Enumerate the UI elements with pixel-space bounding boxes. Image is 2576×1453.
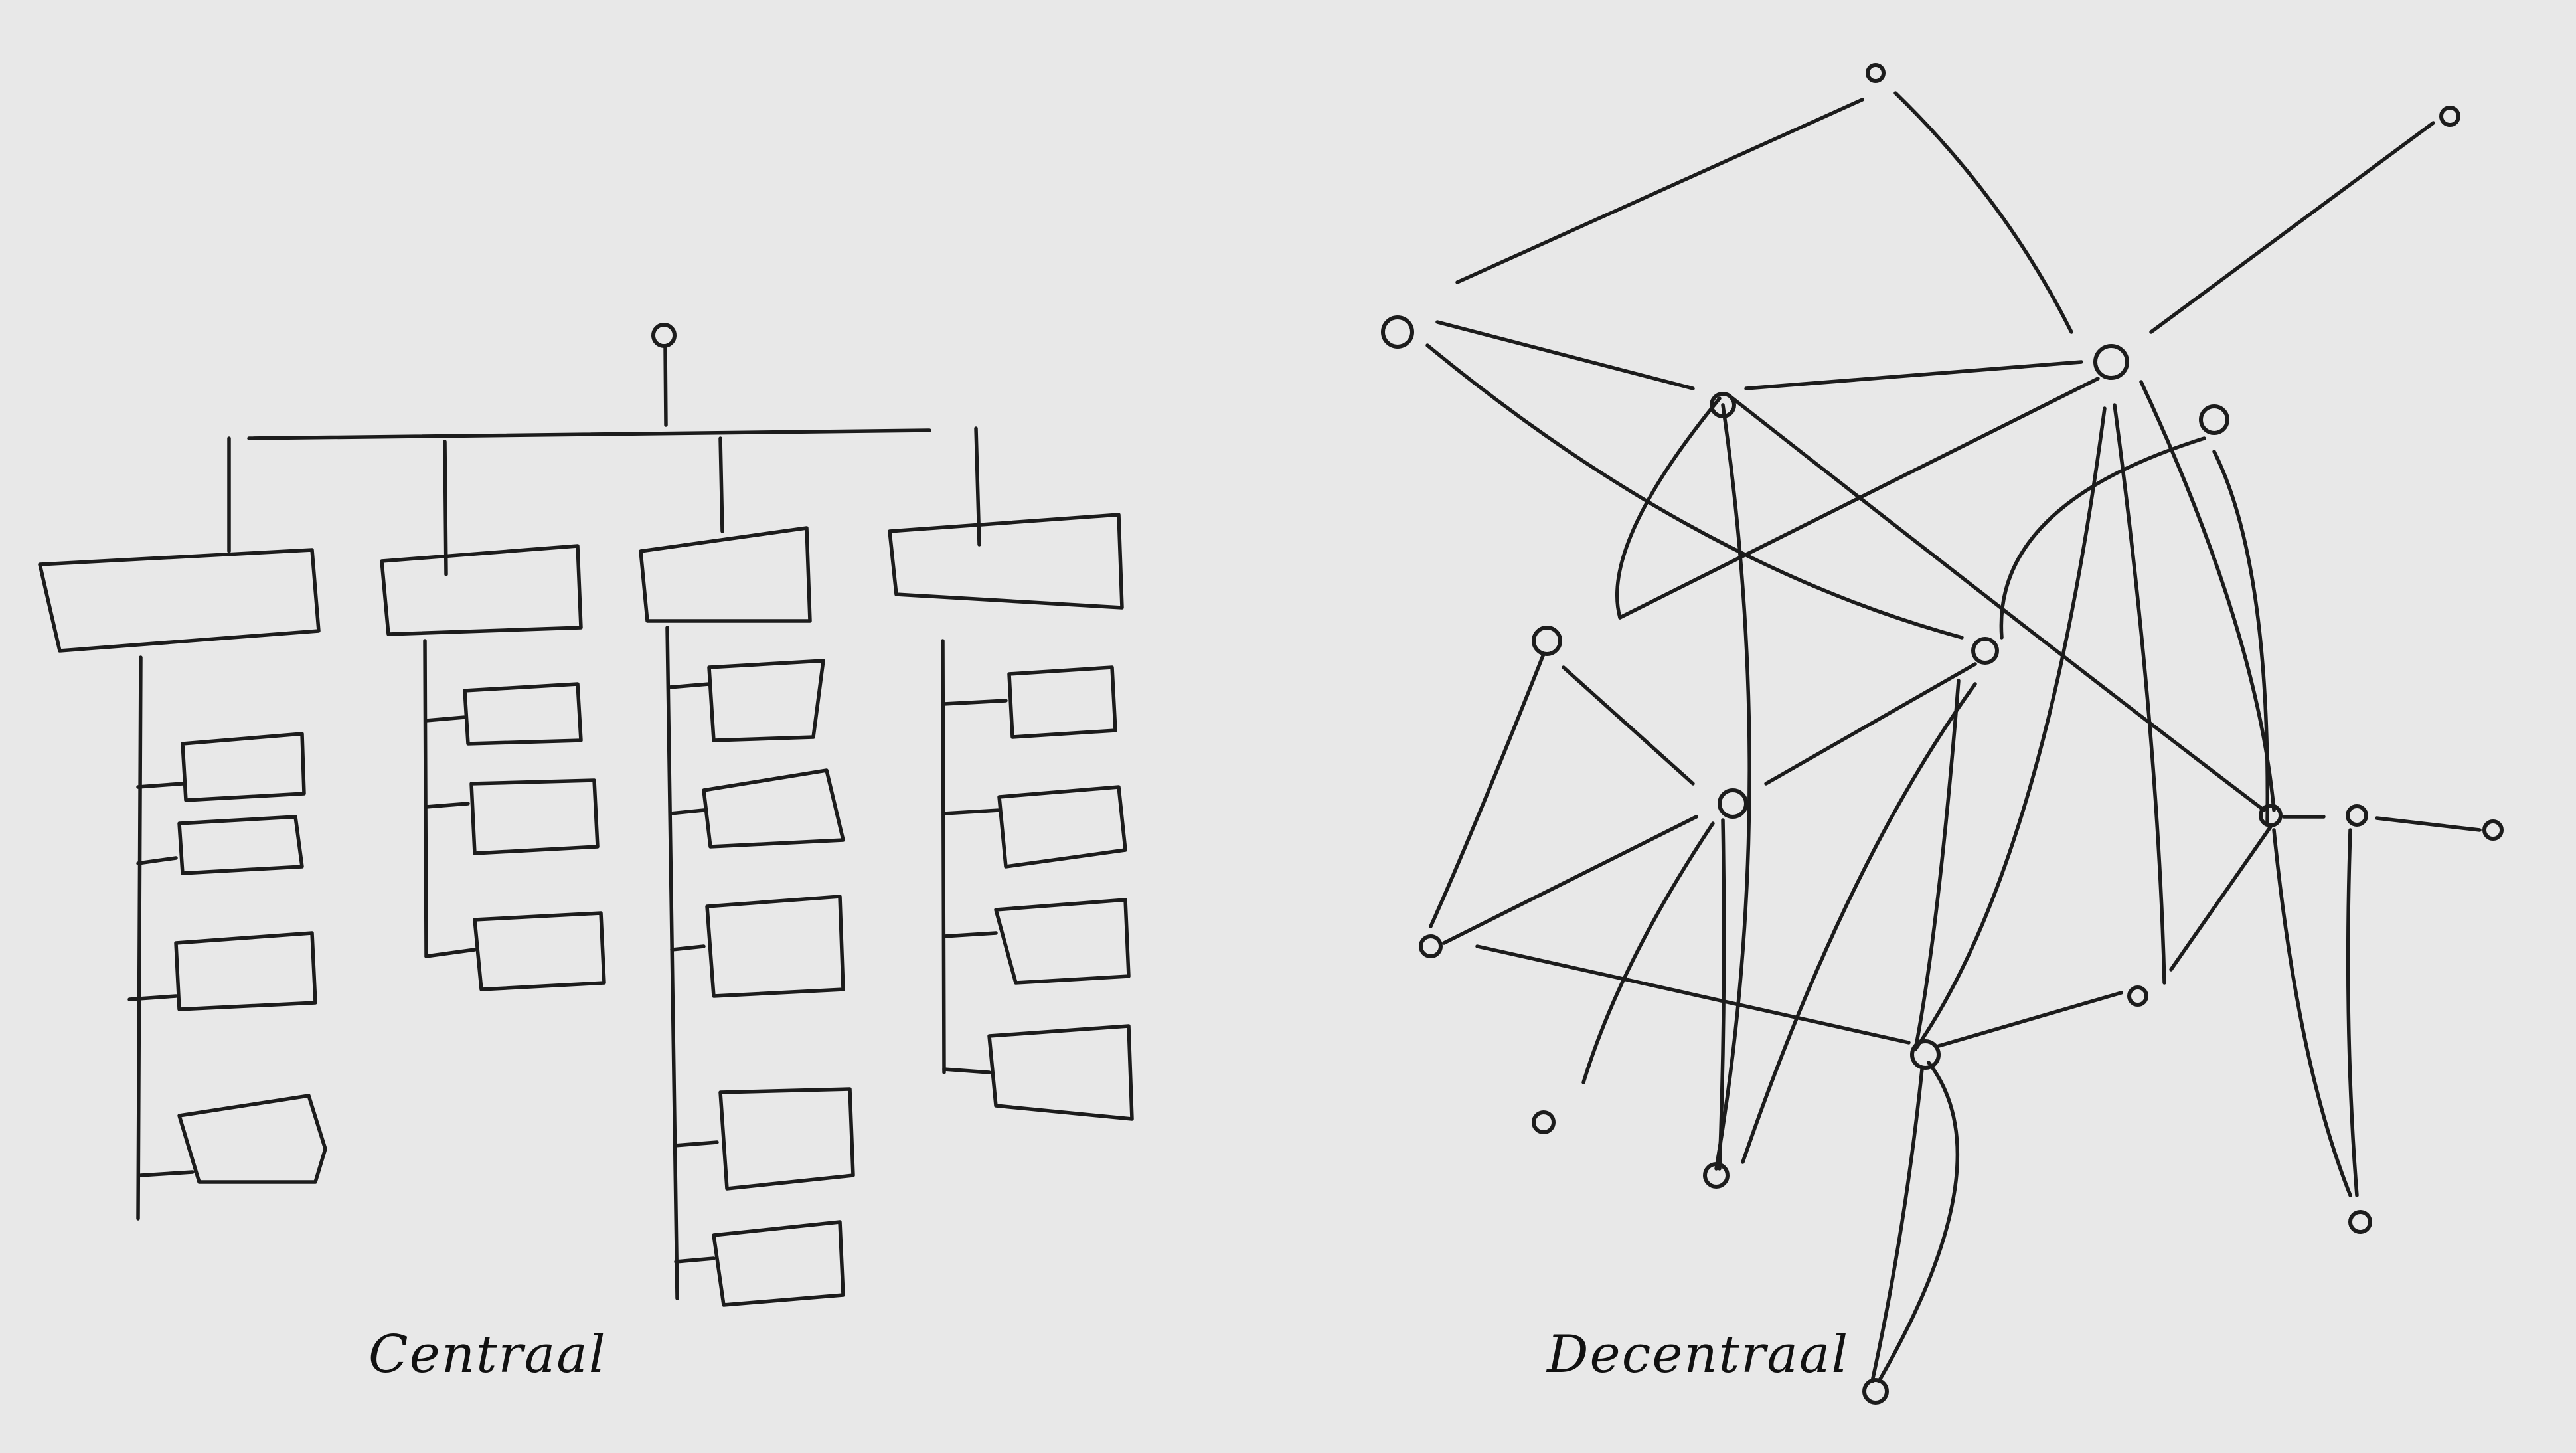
spine-3 [665, 626, 679, 1300]
unit-box [424, 682, 583, 746]
network-node [2439, 106, 2460, 127]
network-node [1866, 63, 1886, 83]
edge [1442, 815, 1698, 945]
unit-box [942, 898, 1131, 985]
edge [2272, 828, 2352, 1197]
edge [1999, 436, 2206, 640]
edge [1615, 396, 1722, 620]
unit-box [942, 785, 1127, 869]
centraal-caption: Centraal [368, 1325, 607, 1385]
edge [1425, 343, 1964, 640]
edge [2113, 403, 2166, 985]
network-node [2259, 804, 2283, 827]
edge [1764, 662, 1977, 786]
top-bar [247, 428, 931, 440]
column-3-units [667, 659, 855, 1307]
network-nodes [1381, 63, 2504, 1405]
network-node [2093, 344, 2129, 380]
edge [1714, 403, 1751, 1171]
drop-2 [443, 440, 448, 576]
drop-4 [974, 426, 981, 547]
unit-box [127, 931, 317, 1011]
unit-box [942, 1024, 1134, 1121]
edge [1893, 91, 2073, 334]
decentraal-diagram [1381, 63, 2504, 1405]
edge [1718, 818, 1726, 1171]
network-node [1532, 1110, 1556, 1134]
edge [2212, 450, 2270, 825]
edge [1581, 821, 1715, 1084]
edge [2169, 825, 2273, 972]
edge [1618, 377, 2100, 620]
unit-box [139, 1094, 327, 1184]
edge [2149, 121, 2435, 334]
edge [1455, 98, 1864, 284]
department-box-4 [888, 513, 1124, 610]
unit-box [674, 1220, 845, 1307]
department-box-3 [639, 526, 812, 623]
network-edges [1425, 91, 2482, 1383]
edge [1562, 665, 1695, 786]
network-node [1718, 788, 1748, 819]
network-node [1703, 1162, 1730, 1189]
root-stem [663, 345, 668, 427]
network-node [2348, 1210, 2372, 1234]
edge [1475, 944, 1911, 1045]
network-node [1971, 637, 1999, 665]
unit-box [424, 778, 600, 855]
unit-box [136, 732, 306, 802]
centraal-diagram [38, 323, 1134, 1307]
edge [1744, 360, 2083, 390]
network-node [2482, 819, 2504, 841]
network-node [1862, 1378, 1889, 1405]
edge [1870, 1067, 1924, 1383]
unit-box [136, 815, 304, 875]
department-box-2 [380, 544, 583, 636]
spine-4 [941, 639, 946, 1074]
network-node [1419, 934, 1443, 958]
edge [1731, 396, 2266, 812]
edge [2375, 816, 2482, 832]
edge [1913, 406, 2107, 1051]
decentraal-caption: Decentraal [1547, 1325, 1850, 1385]
edge [1429, 652, 1546, 928]
drop-3 [718, 436, 724, 533]
unit-box [669, 768, 845, 849]
network-node [1910, 1039, 1941, 1070]
network-node [2199, 404, 2229, 435]
network-node [2346, 804, 2368, 827]
edge [2346, 828, 2359, 1197]
root-node [651, 323, 677, 348]
edge [1937, 991, 2123, 1048]
column-1-units [127, 732, 327, 1184]
department-box-1 [38, 548, 321, 653]
unit-box [670, 895, 845, 998]
unit-box [667, 659, 825, 742]
network-node [1710, 392, 1736, 418]
column-2-units [424, 682, 606, 991]
edge [1435, 320, 1695, 390]
network-node [2127, 985, 2148, 1007]
spine-1 [136, 655, 143, 1221]
edge [1741, 682, 1977, 1164]
network-node [1532, 626, 1562, 656]
unit-box [942, 665, 1117, 739]
spine-2 [423, 639, 428, 958]
column-4-units [942, 665, 1134, 1121]
edge [1877, 1061, 1960, 1383]
unit-box [424, 911, 606, 991]
unit-box [673, 1087, 855, 1191]
edge [1913, 679, 1961, 1051]
network-node [1381, 315, 1414, 349]
